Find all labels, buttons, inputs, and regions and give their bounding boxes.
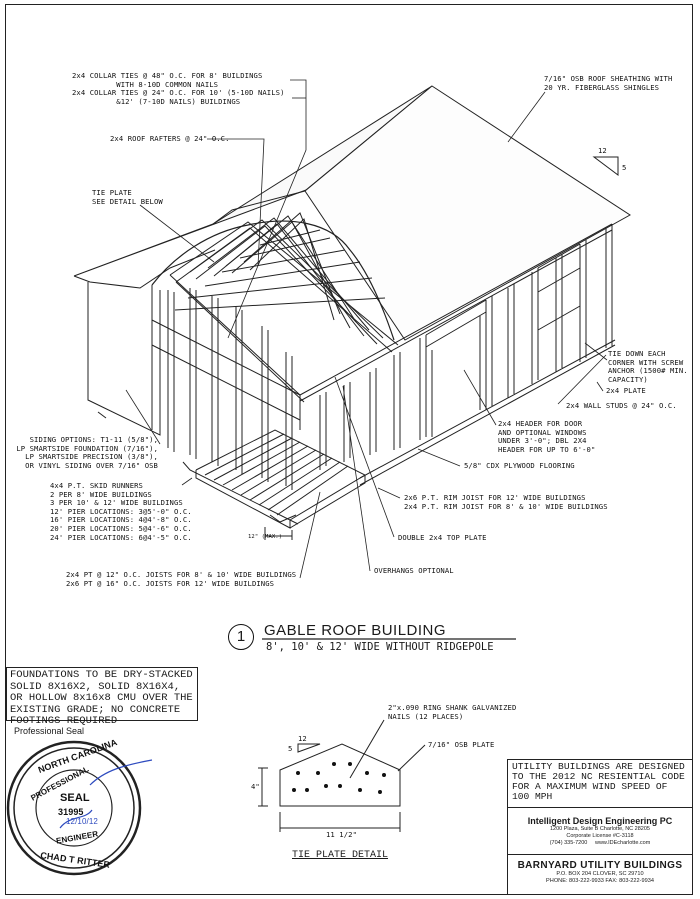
max-dimension-label: 12" (MAX.)	[248, 534, 283, 540]
engineer-phone: (704) 335-7200	[549, 840, 588, 846]
company-address: P.O. BOX 204 CLOVER, SC 29710	[556, 871, 644, 877]
drawing-title: GABLE ROOF BUILDING	[264, 622, 447, 639]
engineer-block: Intelligent Design Engineering PC 1200 P…	[508, 808, 692, 855]
seal-word: SEAL	[60, 792, 90, 804]
flooring-label: 5/8" CDX PLYWOOD FLOORING	[464, 461, 575, 470]
joists-label: 2x4 PT @ 12" O.C. JOISTS FOR 8' & 10' WI…	[66, 570, 297, 588]
sheet-border	[5, 4, 693, 895]
tie-plate-nails	[292, 762, 386, 794]
wall-framing	[87, 223, 616, 490]
tie-down-label: TIE DOWN EACH CORNER WITH SCREW ANCHOR (…	[608, 349, 688, 384]
drawing-number: 1	[228, 624, 254, 650]
engineer-address: 1200 Plaza, Suite B Charlotte, NC 28205	[550, 826, 650, 832]
leader-lines	[125, 79, 608, 579]
professional-seal-label: Professional Seal	[14, 726, 85, 736]
code-note: UTILITY BUILDINGS ARE DESIGNED TO THE 20…	[508, 760, 692, 808]
plate-label: 2x4 PLATE	[606, 386, 646, 395]
pitch-rise-label: 5	[622, 163, 627, 172]
top-plate-label: DOUBLE 2x4 TOP PLATE	[398, 533, 487, 542]
roof-rafters	[169, 212, 399, 403]
seal-date: 12/10/12	[66, 817, 98, 826]
tie-pitch-run-label: 12	[298, 734, 307, 743]
tie-width-label: 11 1/2"	[326, 830, 357, 839]
tie-plate-detail-title: TIE PLATE DETAIL	[292, 850, 389, 861]
collar-ties-label: 2x4 COLLAR TIES @ 48" O.C. FOR 8' BUILDI…	[72, 71, 285, 106]
header-label: 2x4 HEADER FOR DOOR AND OPTIONAL WINDOWS…	[498, 419, 596, 454]
overhangs-label: OVERHANGS OPTIONAL	[374, 566, 454, 575]
pitch-run-label: 12	[598, 146, 607, 155]
engineer-name: Intelligent Design Engineering PC	[527, 816, 673, 826]
roof-rafters-label: 2x4 ROOF RAFTERS @ 24" O.C.	[110, 134, 230, 143]
tie-pitch-rise-label: 5	[288, 744, 293, 753]
foundation-note: FOUNDATIONS TO BE DRY-STACKED SOLID 8X16…	[6, 667, 198, 727]
tie-plate-nails-label: 2"x.090 RING SHANK GALVANIZED NAILS (12 …	[388, 703, 517, 721]
sheathing-label: 7/16" OSB ROOF SHEATHING WITH 20 YR. FIB…	[544, 74, 673, 92]
tie-plate-drawing	[258, 719, 426, 832]
osb-plate-label: 7/16" OSB PLATE	[428, 740, 495, 749]
engineer-contact: (704) 335-7200 www.IDEcharlotte.com	[508, 840, 692, 847]
company-block: BARNYARD UTILITY BUILDINGS P.O. BOX 204 …	[508, 854, 692, 885]
siding-options-label: SIDING OPTIONS: T1-11 (5/8"), LP SMARTSI…	[16, 435, 158, 470]
skid-runners-label: 4x4 P.T. SKID RUNNERS 2 PER 8' WIDE BUIL…	[50, 481, 192, 542]
pitch-symbol	[592, 156, 619, 176]
seal-number: 31995	[58, 807, 84, 817]
tie-height-label: 4"	[251, 782, 260, 791]
engineer-website: www.IDEcharlotte.com	[594, 840, 651, 846]
roof-outline	[73, 85, 631, 341]
title-block: UTILITY BUILDINGS ARE DESIGNED TO THE 20…	[507, 759, 693, 895]
engineer-license: Corporate License #C-3118	[566, 833, 634, 839]
company-name: BARNYARD UTILITY BUILDINGS	[517, 860, 683, 871]
company-phone: PHONE: 803-222-9933 FAX: 803-222-9934	[546, 878, 654, 884]
wall-studs-label: 2x4 WALL STUDS @ 24" O.C.	[566, 401, 677, 410]
tie-plate-label: TIE PLATE SEE DETAIL BELOW	[92, 188, 163, 206]
drawing-subtitle: 8', 10' & 12' WIDE WITHOUT RIDGEPOLE	[266, 641, 494, 653]
professional-seal	[6, 740, 153, 876]
rim-joist-label: 2x6 P.T. RIM JOIST FOR 12' WIDE BUILDING…	[404, 493, 608, 511]
